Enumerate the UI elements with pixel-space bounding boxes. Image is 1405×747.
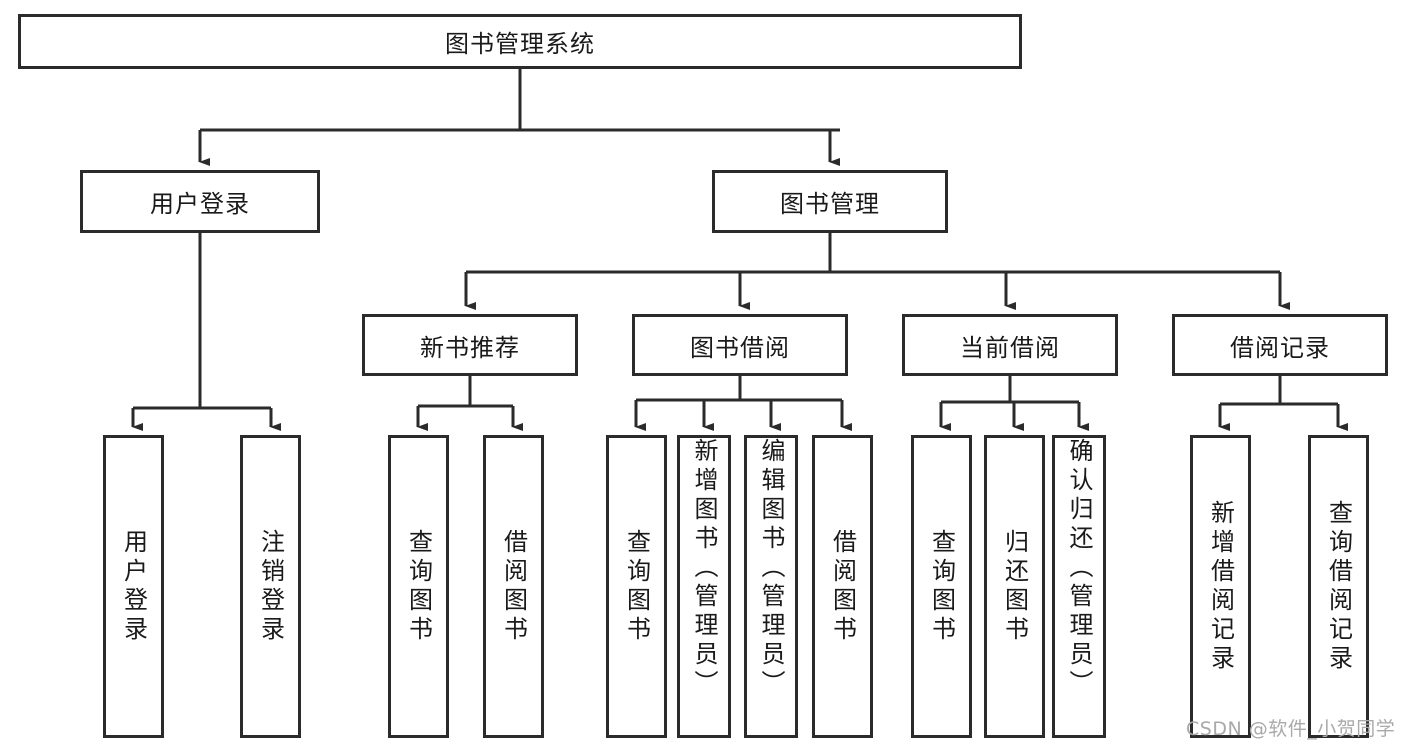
node-borrow-record-label: 借阅记录 bbox=[1230, 333, 1330, 362]
node-leaf-user-login-label: 用户登录 bbox=[119, 528, 148, 645]
node-leaf-edit-book[interactable]: 编辑图书（管理员） bbox=[744, 435, 798, 738]
node-leaf-confirm-return[interactable]: 确认归还（管理员） bbox=[1052, 435, 1106, 738]
node-leaf-borrow-book-2-label: 借阅图书 bbox=[828, 528, 857, 645]
node-book-manage-label: 图书管理 bbox=[780, 190, 880, 218]
node-leaf-user-login[interactable]: 用户登录 bbox=[103, 435, 164, 738]
node-borrow-record[interactable]: 借阅记录 bbox=[1172, 314, 1388, 376]
node-root[interactable]: 图书管理系统 bbox=[18, 14, 1022, 69]
node-leaf-query-book-3-label: 查询图书 bbox=[927, 528, 956, 645]
node-leaf-query-book-2[interactable]: 查询图书 bbox=[606, 435, 667, 738]
node-leaf-confirm-return-label: 确认归还（管理员） bbox=[1065, 438, 1093, 699]
node-book-borrow[interactable]: 图书借阅 bbox=[632, 314, 848, 376]
node-book-manage[interactable]: 图书管理 bbox=[712, 170, 948, 233]
node-leaf-add-book[interactable]: 新增图书（管理员） bbox=[677, 435, 731, 738]
node-new-book-rec[interactable]: 新书推荐 bbox=[362, 314, 578, 376]
csdn-watermark: CSDN @软件_小贺同学 bbox=[1186, 718, 1396, 740]
node-leaf-return-book-label: 归还图书 bbox=[1000, 528, 1029, 645]
node-leaf-query-record[interactable]: 查询借阅记录 bbox=[1308, 435, 1369, 738]
node-book-borrow-label: 图书借阅 bbox=[690, 333, 790, 362]
node-user-login[interactable]: 用户登录 bbox=[80, 170, 320, 233]
node-leaf-query-book-1-label: 查询图书 bbox=[404, 528, 433, 645]
node-leaf-edit-book-label: 编辑图书（管理员） bbox=[757, 438, 785, 699]
node-leaf-return-book[interactable]: 归还图书 bbox=[984, 435, 1045, 738]
node-leaf-borrow-book-1[interactable]: 借阅图书 bbox=[483, 435, 544, 738]
node-leaf-borrow-book-1-label: 借阅图书 bbox=[499, 528, 528, 645]
node-current-borrow-label: 当前借阅 bbox=[960, 333, 1060, 362]
node-leaf-logout-label: 注销登录 bbox=[256, 528, 285, 645]
node-leaf-logout[interactable]: 注销登录 bbox=[240, 435, 301, 738]
node-leaf-query-book-1[interactable]: 查询图书 bbox=[388, 435, 449, 738]
node-leaf-borrow-book-2[interactable]: 借阅图书 bbox=[812, 435, 873, 738]
node-leaf-add-record-label: 新增借阅记录 bbox=[1206, 499, 1235, 674]
node-leaf-query-book-3[interactable]: 查询图书 bbox=[911, 435, 972, 738]
node-leaf-query-record-label: 查询借阅记录 bbox=[1324, 499, 1353, 674]
node-root-label: 图书管理系统 bbox=[445, 30, 595, 58]
node-leaf-add-book-label: 新增图书（管理员） bbox=[690, 438, 718, 699]
node-leaf-add-record[interactable]: 新增借阅记录 bbox=[1190, 435, 1251, 738]
node-new-book-rec-label: 新书推荐 bbox=[420, 333, 520, 362]
node-current-borrow[interactable]: 当前借阅 bbox=[902, 314, 1118, 376]
node-leaf-query-book-2-label: 查询图书 bbox=[622, 528, 651, 645]
node-user-login-label: 用户登录 bbox=[150, 190, 250, 218]
